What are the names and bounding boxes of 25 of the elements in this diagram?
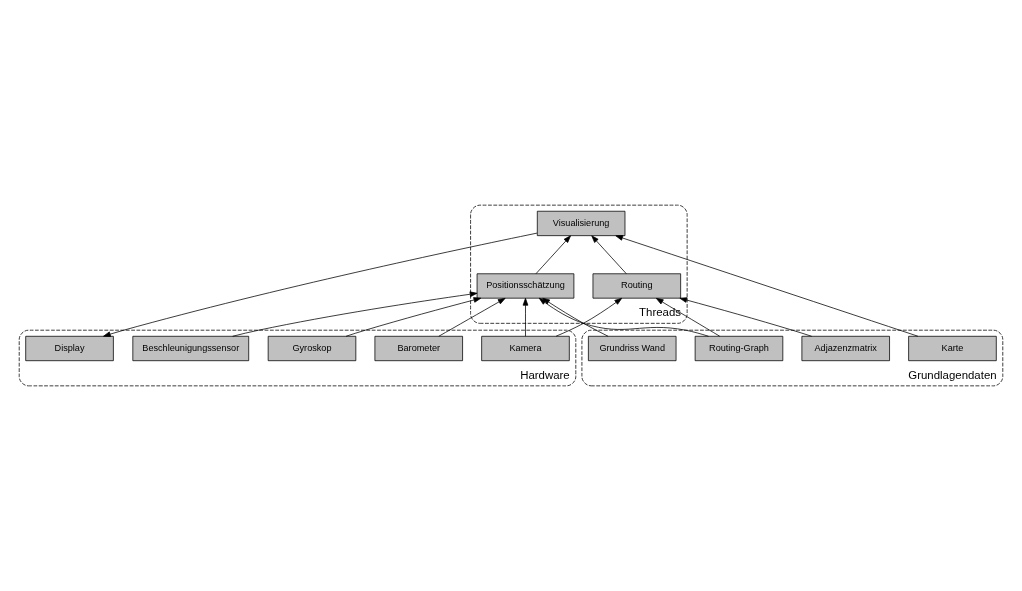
- node-box: Routing-Graph: [694, 335, 784, 362]
- arrow: [438, 298, 506, 337]
- node-box: Barometer: [374, 335, 463, 362]
- node-box: Adjazenzmatrix: [801, 335, 890, 362]
- arrow: [345, 297, 482, 337]
- arrow: [679, 297, 812, 337]
- node-box: Kamera: [481, 335, 570, 362]
- arrow: [232, 291, 478, 337]
- arrow: [538, 297, 709, 337]
- arrow: [591, 235, 627, 275]
- node-box: Beschleunigungssensor: [132, 335, 250, 362]
- arrow: [535, 235, 571, 275]
- node-box: Gyroskop: [267, 335, 357, 362]
- node-box: Karte: [908, 335, 997, 362]
- arrow: [615, 235, 919, 337]
- node-box: Positionsschätzung: [476, 273, 575, 299]
- arrow: [555, 297, 623, 337]
- arrow: [103, 232, 538, 337]
- arrow: [522, 298, 529, 337]
- node-box: Grundriss Wand: [588, 335, 677, 362]
- node-box: Visualisierung: [536, 210, 626, 237]
- arrow: [655, 298, 721, 337]
- arrow: [542, 297, 609, 337]
- node-box: Routing: [592, 273, 682, 299]
- node-box: Display: [25, 335, 114, 362]
